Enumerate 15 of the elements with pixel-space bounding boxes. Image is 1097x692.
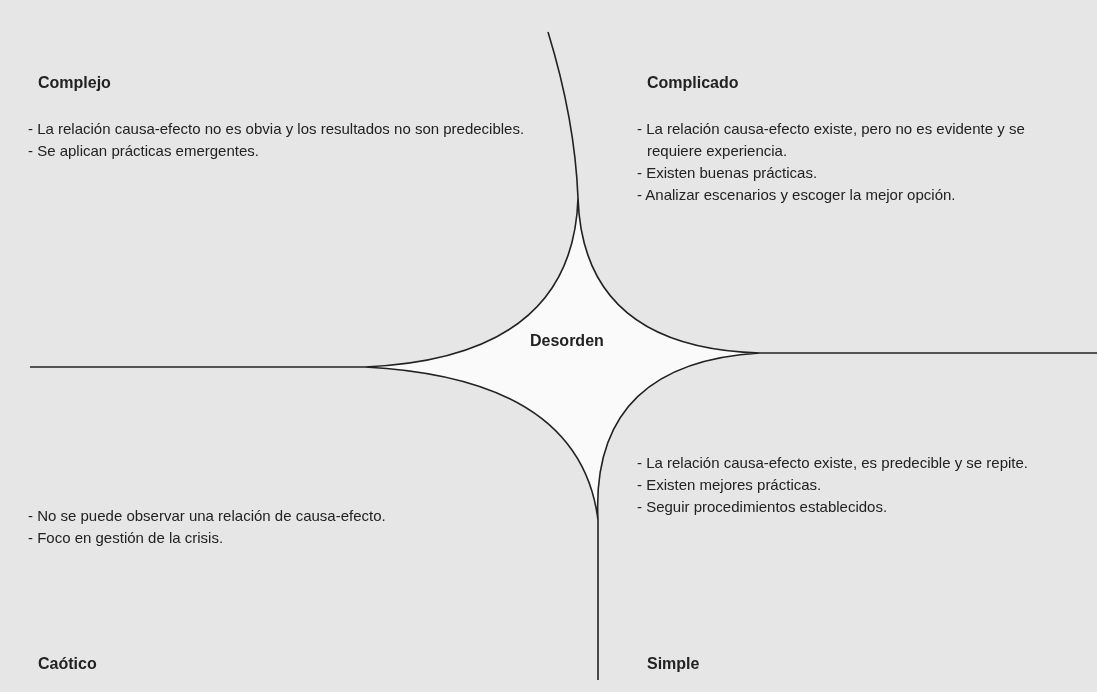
quadrant-title: Caótico (38, 655, 97, 673)
bullet-text: - Existen mejores prácticas. (637, 475, 823, 495)
bullet-text: - La relación causa-efecto no es obvia y los resultados no son predecibles. (28, 119, 526, 139)
bullet-text: - La relación causa-efecto existe, pero no es evidente y se requiere experiencia. (637, 119, 1026, 161)
quadrant-title: Complicado (647, 74, 739, 92)
bullet-text: - Existen buenas prácticas. (637, 163, 819, 183)
bullet-text: - Se aplican prácticas emergentes. (28, 141, 260, 161)
bullet-text: - Analizar escenarios y escoger la mejor opción. (637, 185, 957, 205)
region-title: Desorden (530, 332, 604, 350)
quadrant-title: Complejo (38, 74, 111, 92)
bullet-text: - No se puede observar una relación de causa-efecto. (28, 506, 387, 526)
quadrant-title: Simple (647, 655, 700, 673)
bullet-text: - La relación causa-efecto existe, es predecible y se repite. (637, 453, 1030, 473)
bullet-text: - Seguir procedimientos establecidos. (637, 497, 889, 517)
bullet-text: - Foco en gestión de la crisis. (28, 528, 225, 548)
